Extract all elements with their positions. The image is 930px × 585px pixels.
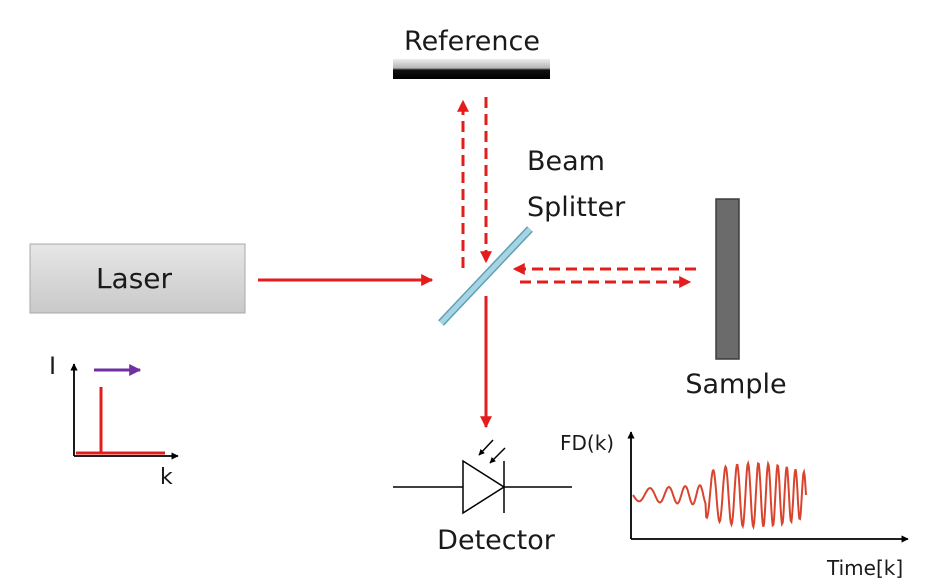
spectrum-xlabel: k — [160, 465, 173, 490]
signal-waveform — [632, 459, 807, 531]
sample-block — [715, 198, 740, 360]
signal-ylabel: FD(k) — [560, 431, 614, 455]
signal-xlabel: Time[k] — [826, 556, 903, 580]
laser-label: Laser — [96, 262, 173, 295]
sample-label: Sample — [685, 369, 786, 400]
beam-splitter-label-line1: Beam — [527, 146, 605, 177]
laser-box — [29, 243, 246, 314]
reference-label: Reference — [404, 26, 540, 57]
detector-label: Detector — [437, 525, 556, 556]
detector-photodiode — [393, 439, 572, 515]
beam-splitter-label-line2: Splitter — [527, 192, 626, 223]
reference-mirror — [393, 59, 550, 79]
spectrum-ylabel: I — [49, 352, 56, 380]
laser-spectrum-plot: I k — [49, 352, 179, 490]
beam-splitter-plate-face — [439, 227, 532, 325]
detector-signal-plot: FD(k) Time[k] — [560, 431, 909, 580]
